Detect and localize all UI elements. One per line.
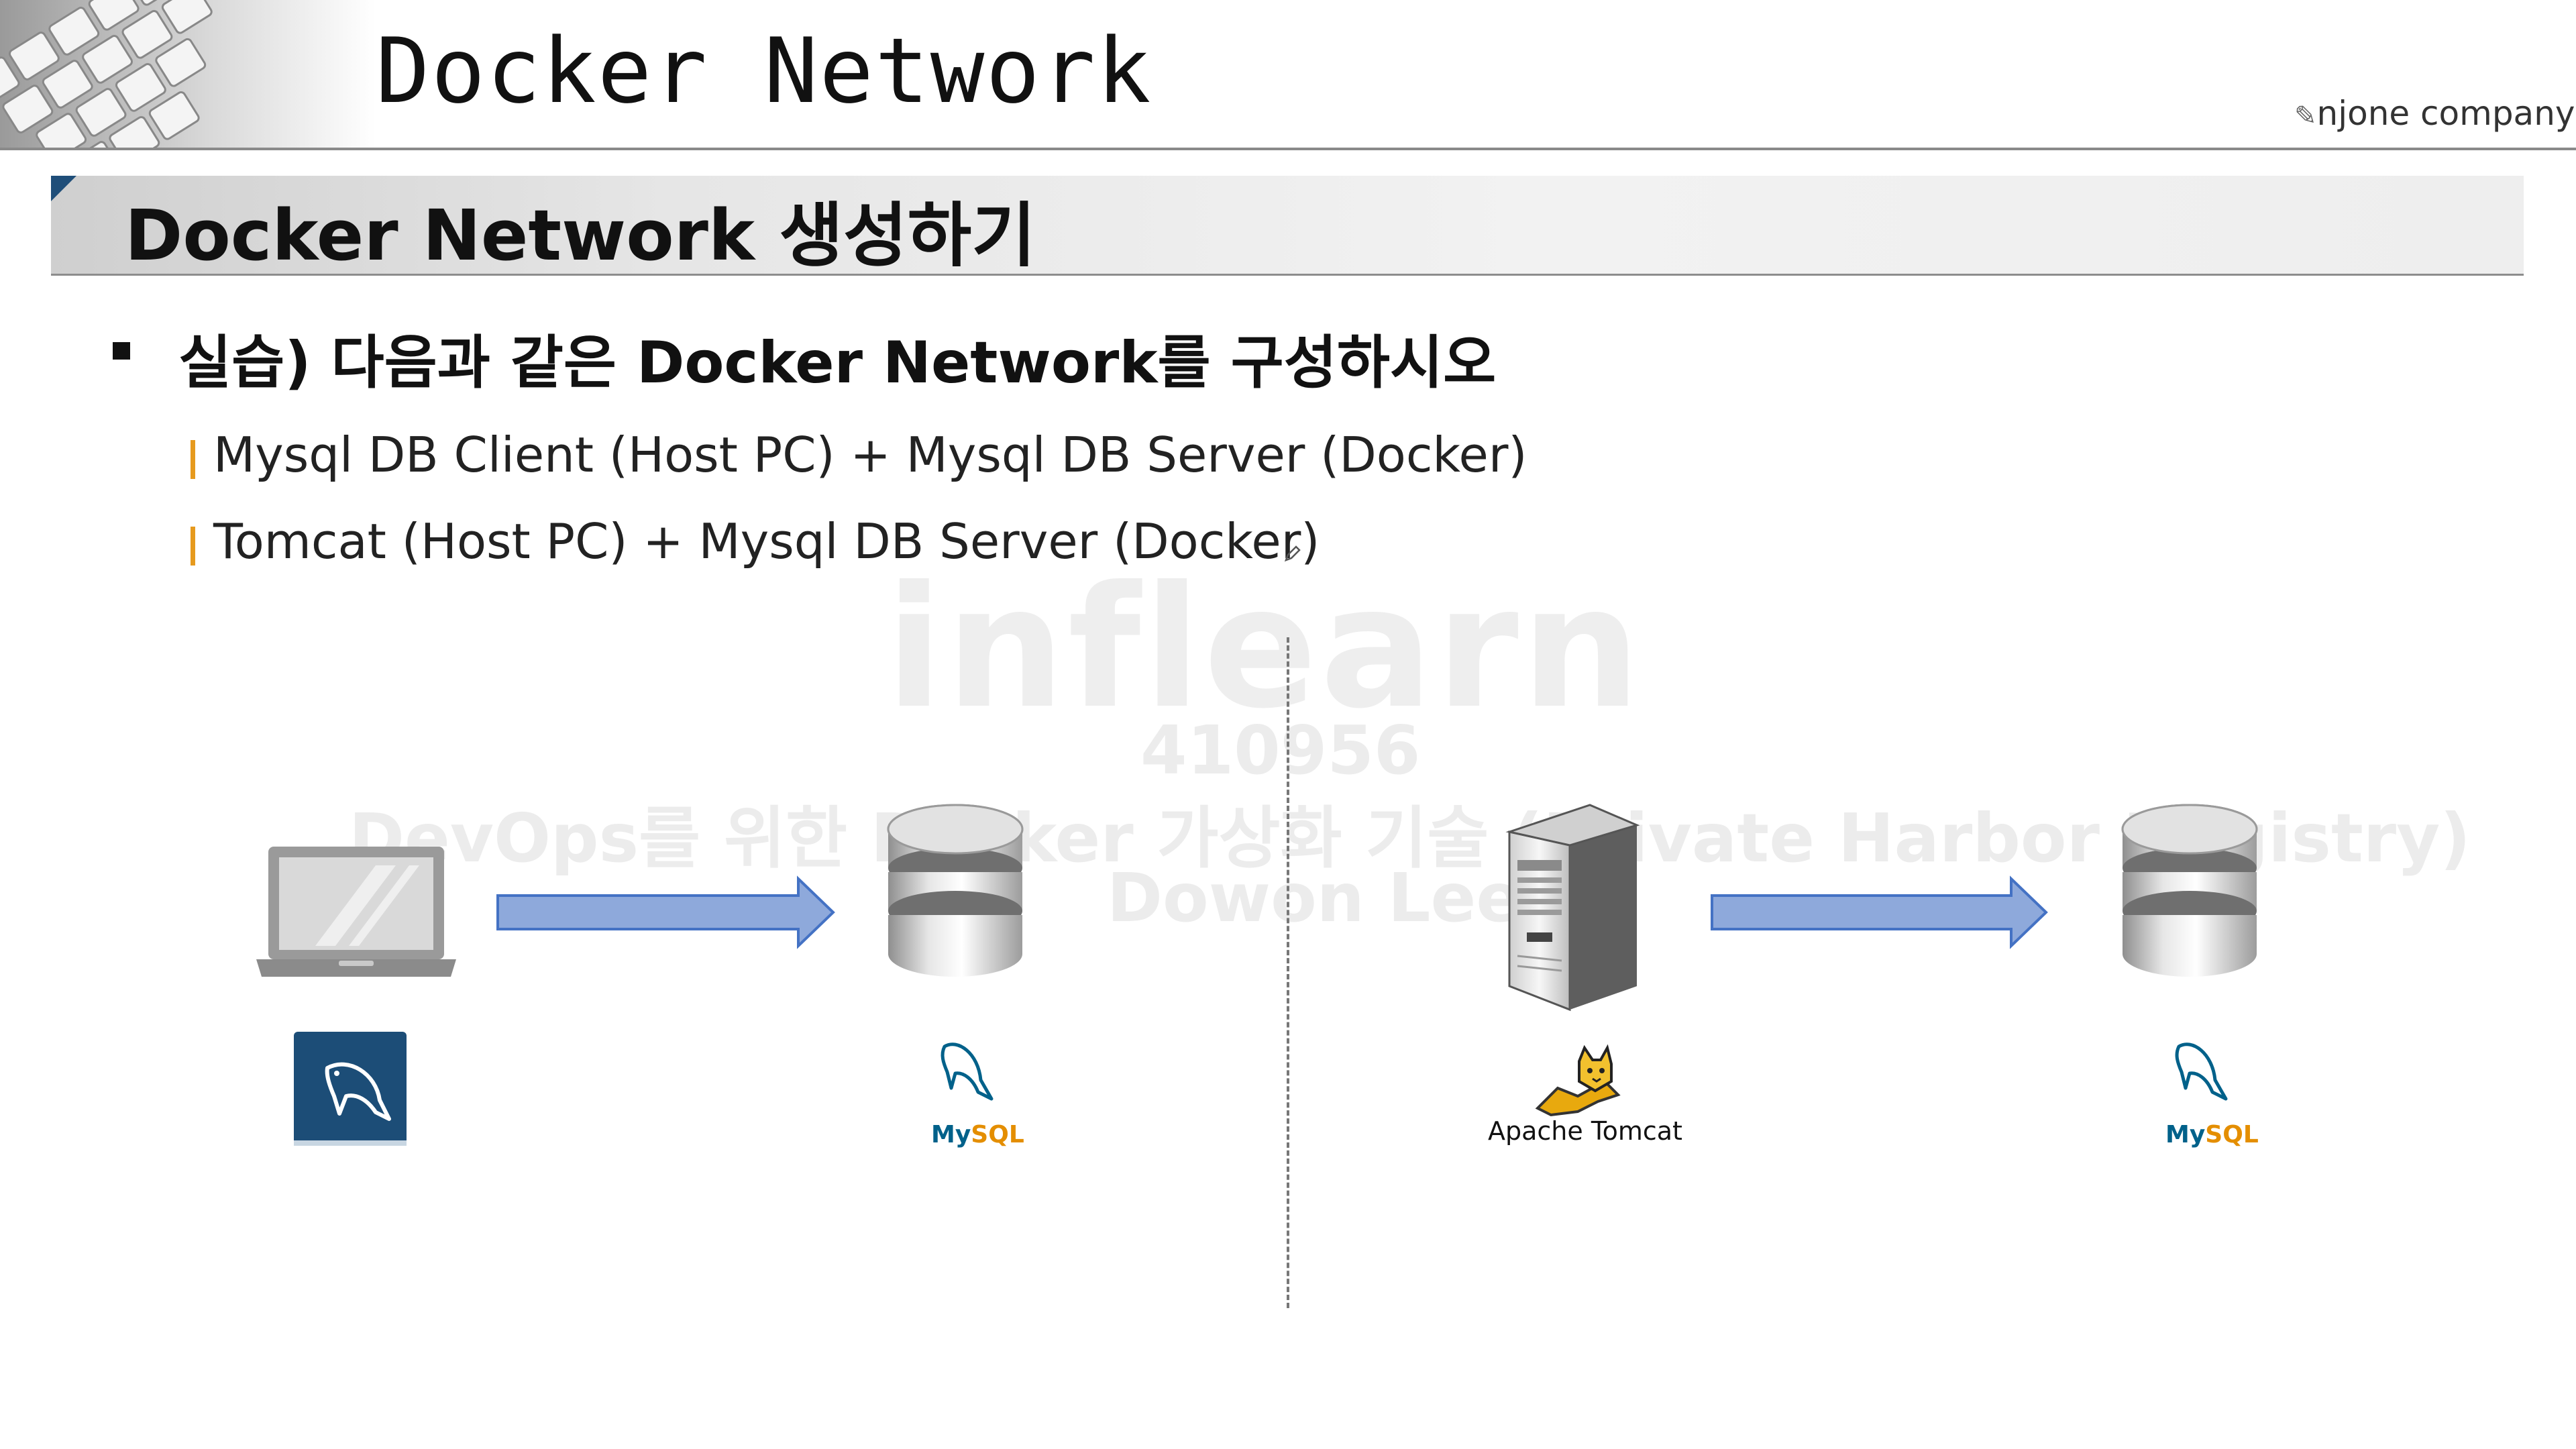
bullet-marker xyxy=(113,342,130,360)
watermark-id: 410956 xyxy=(1140,711,1421,790)
mysql-logo-icon xyxy=(941,1042,994,1101)
section-bar xyxy=(51,176,2524,276)
server-icon xyxy=(1505,804,1640,1012)
tomcat-logo-icon xyxy=(1535,1044,1621,1117)
watermark-course: DevOps를 위한 Docker 가상화 기술 (Private Harbor… xyxy=(349,799,2471,877)
keyboard-image xyxy=(0,0,376,149)
tomcat-label: Apache Tomcat xyxy=(1488,1116,1682,1146)
sub-item-1: Mysql DB Client (Host PC) + Mysql DB Ser… xyxy=(213,427,1527,483)
sub-item-2: Tomcat (Host PC) + Mysql DB Server (Dock… xyxy=(213,513,1320,570)
slide-title: Docker Network xyxy=(376,19,1152,123)
laptop-icon xyxy=(256,847,456,977)
brand-icon: ✎ xyxy=(2294,101,2317,131)
mysql-logo-icon xyxy=(2175,1042,2228,1101)
section-title: Docker Network 생성하기 xyxy=(125,195,1036,276)
watermark-author: Dowon Lee xyxy=(1107,859,1522,937)
brand-logo: ✎njone company xyxy=(2294,94,2575,133)
database-icon xyxy=(887,804,1024,977)
mysql-logo-text: MySQL xyxy=(2165,1121,2259,1148)
pencil-icon xyxy=(1284,545,1301,562)
sub-item-marker xyxy=(191,527,195,566)
section-corner-accent xyxy=(51,176,76,201)
header-divider xyxy=(0,148,2576,150)
mysql-workbench-icon xyxy=(294,1032,407,1146)
watermark-logo: inflearn xyxy=(885,550,1644,745)
diagram-divider xyxy=(1287,637,1289,1308)
bullet-text: 실습) 다음과 같은 Docker Network를 구성하시오 xyxy=(178,329,1497,396)
arrow-right-icon xyxy=(1711,875,2048,949)
database-icon xyxy=(2121,804,2258,977)
sub-item-marker xyxy=(191,440,195,479)
mysql-logo-text: MySQL xyxy=(931,1121,1024,1148)
arrow-right-icon xyxy=(496,875,835,949)
network-diagram: MySQL MySQL xyxy=(256,804,2259,1148)
brand-text: njone company xyxy=(2316,94,2575,133)
